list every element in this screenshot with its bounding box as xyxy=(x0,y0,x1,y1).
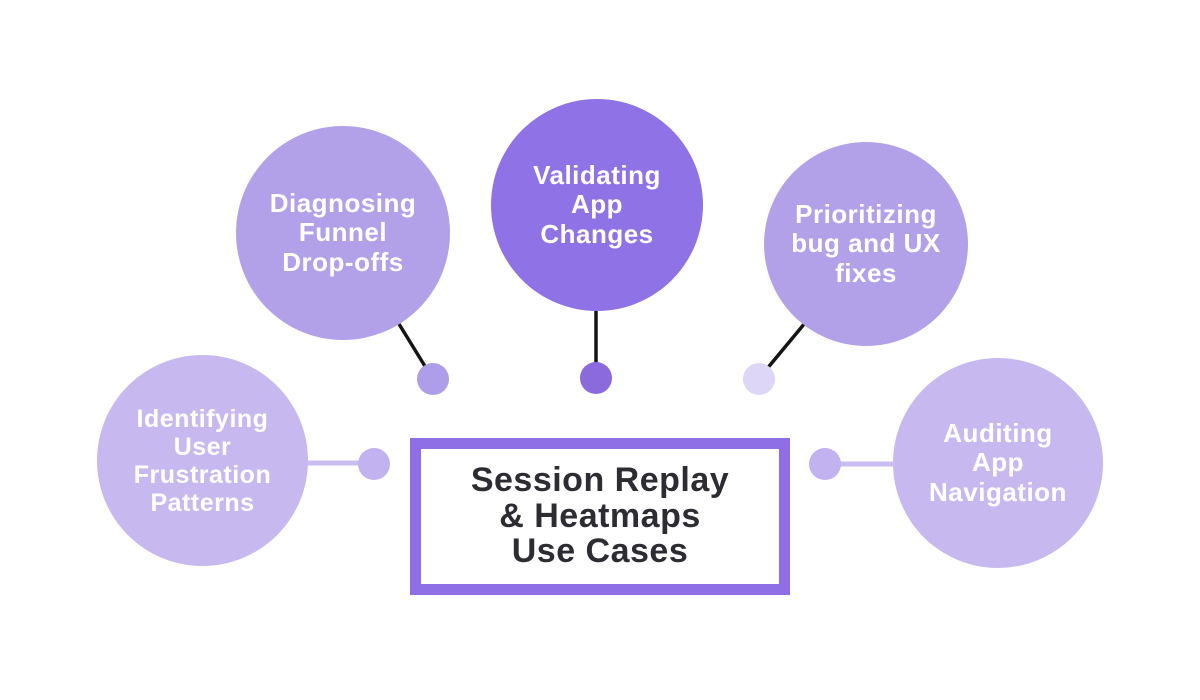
node-diagnosing-funnel-drop-offs: Diagnosing Funnel Drop-offs xyxy=(236,126,450,340)
node-label: Validating App Changes xyxy=(533,160,661,249)
connector-dot-validating xyxy=(580,362,612,394)
node-prioritizing-bug-ux-fixes: Prioritizing bug and UX fixes xyxy=(764,142,968,346)
node-label: Identifying User Frustration Patterns xyxy=(133,404,272,517)
node-label: Diagnosing Funnel Drop-offs xyxy=(269,188,417,277)
node-validating-app-changes: Validating App Changes xyxy=(491,99,703,311)
title-box: Session Replay & Heatmaps Use Cases xyxy=(410,438,790,595)
connector-dot-auditing xyxy=(809,448,841,480)
node-label: Prioritizing bug and UX fixes xyxy=(791,199,941,288)
node-identifying-user-frustration-patterns: Identifying User Frustration Patterns xyxy=(97,355,308,566)
node-auditing-app-navigation: Auditing App Navigation xyxy=(893,358,1103,568)
node-label: Auditing App Navigation xyxy=(929,418,1067,507)
connector-dot-diagnosing xyxy=(417,363,449,395)
page-title: Session Replay & Heatmaps Use Cases xyxy=(470,460,730,571)
connector-dot-prioritizing xyxy=(743,363,775,395)
connector-dot-identifying xyxy=(358,448,390,480)
